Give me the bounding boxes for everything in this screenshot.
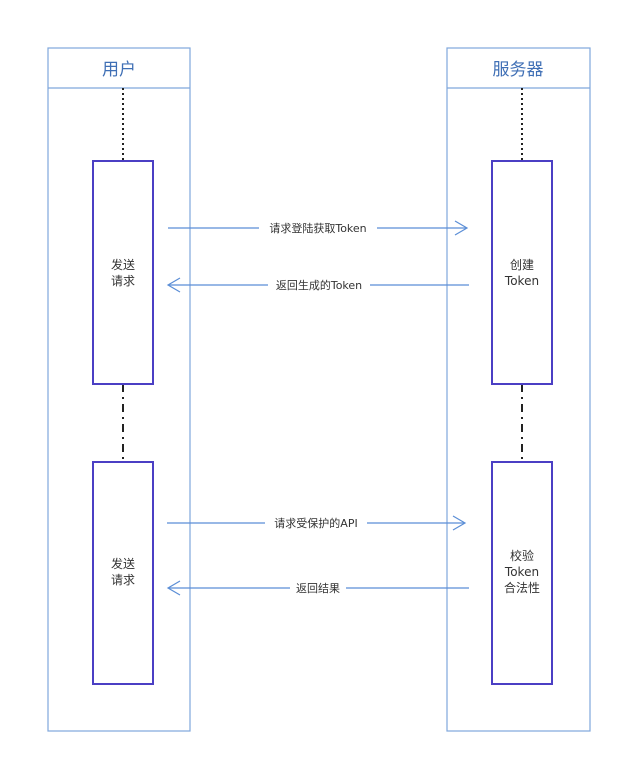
activation-user-1-line-2: 请求 [111,274,135,288]
message-request-protected-api: 请求受保护的API [167,515,467,531]
message-3-label-bg [265,516,367,530]
activation-server-2-line-1: 校验 [510,548,534,563]
message-2-label: 返回生成的Token [276,278,362,292]
message-request-login-token: 请求登陆获取Token [168,220,469,236]
message-2-label-bg [268,278,370,292]
message-3-label: 请求受保护的API [274,516,357,530]
activation-user-2 [92,461,154,685]
message-1-label-bg [259,221,377,235]
lane-user: 用户 [47,47,191,732]
lane-user-title: 用户 [102,60,136,80]
activation-user-1-line-1: 发送 [111,257,135,272]
activation-server-1-line-1: 创建 [510,258,534,272]
lane-server: 服务器 [446,47,591,732]
activation-server-2 [491,461,553,685]
message-3-arrowhead [452,515,467,531]
message-2-arrowhead [166,277,181,293]
activation-server-2-line-3: 合法性 [504,580,540,595]
activation-server-2-line-2: Token [504,565,539,579]
activation-server-1-line-2: Token [504,274,539,288]
activation-server-1 [491,160,553,385]
message-return-token: 返回生成的Token [166,277,469,293]
message-return-result: 返回结果 [166,580,469,596]
activation-user-1 [92,160,154,385]
message-1-arrowhead [454,220,469,236]
lane-server-frame [446,47,591,732]
message-4-arrowhead [166,580,181,596]
lane-server-title: 服务器 [493,60,544,80]
message-4-label: 返回结果 [296,582,340,595]
activation-user-2-line-2: 请求 [111,573,135,587]
message-4-label-bg [290,581,346,595]
message-1-label: 请求登陆获取Token [269,221,366,235]
activation-user-2-line-1: 发送 [111,556,135,571]
lane-user-frame [47,47,191,732]
